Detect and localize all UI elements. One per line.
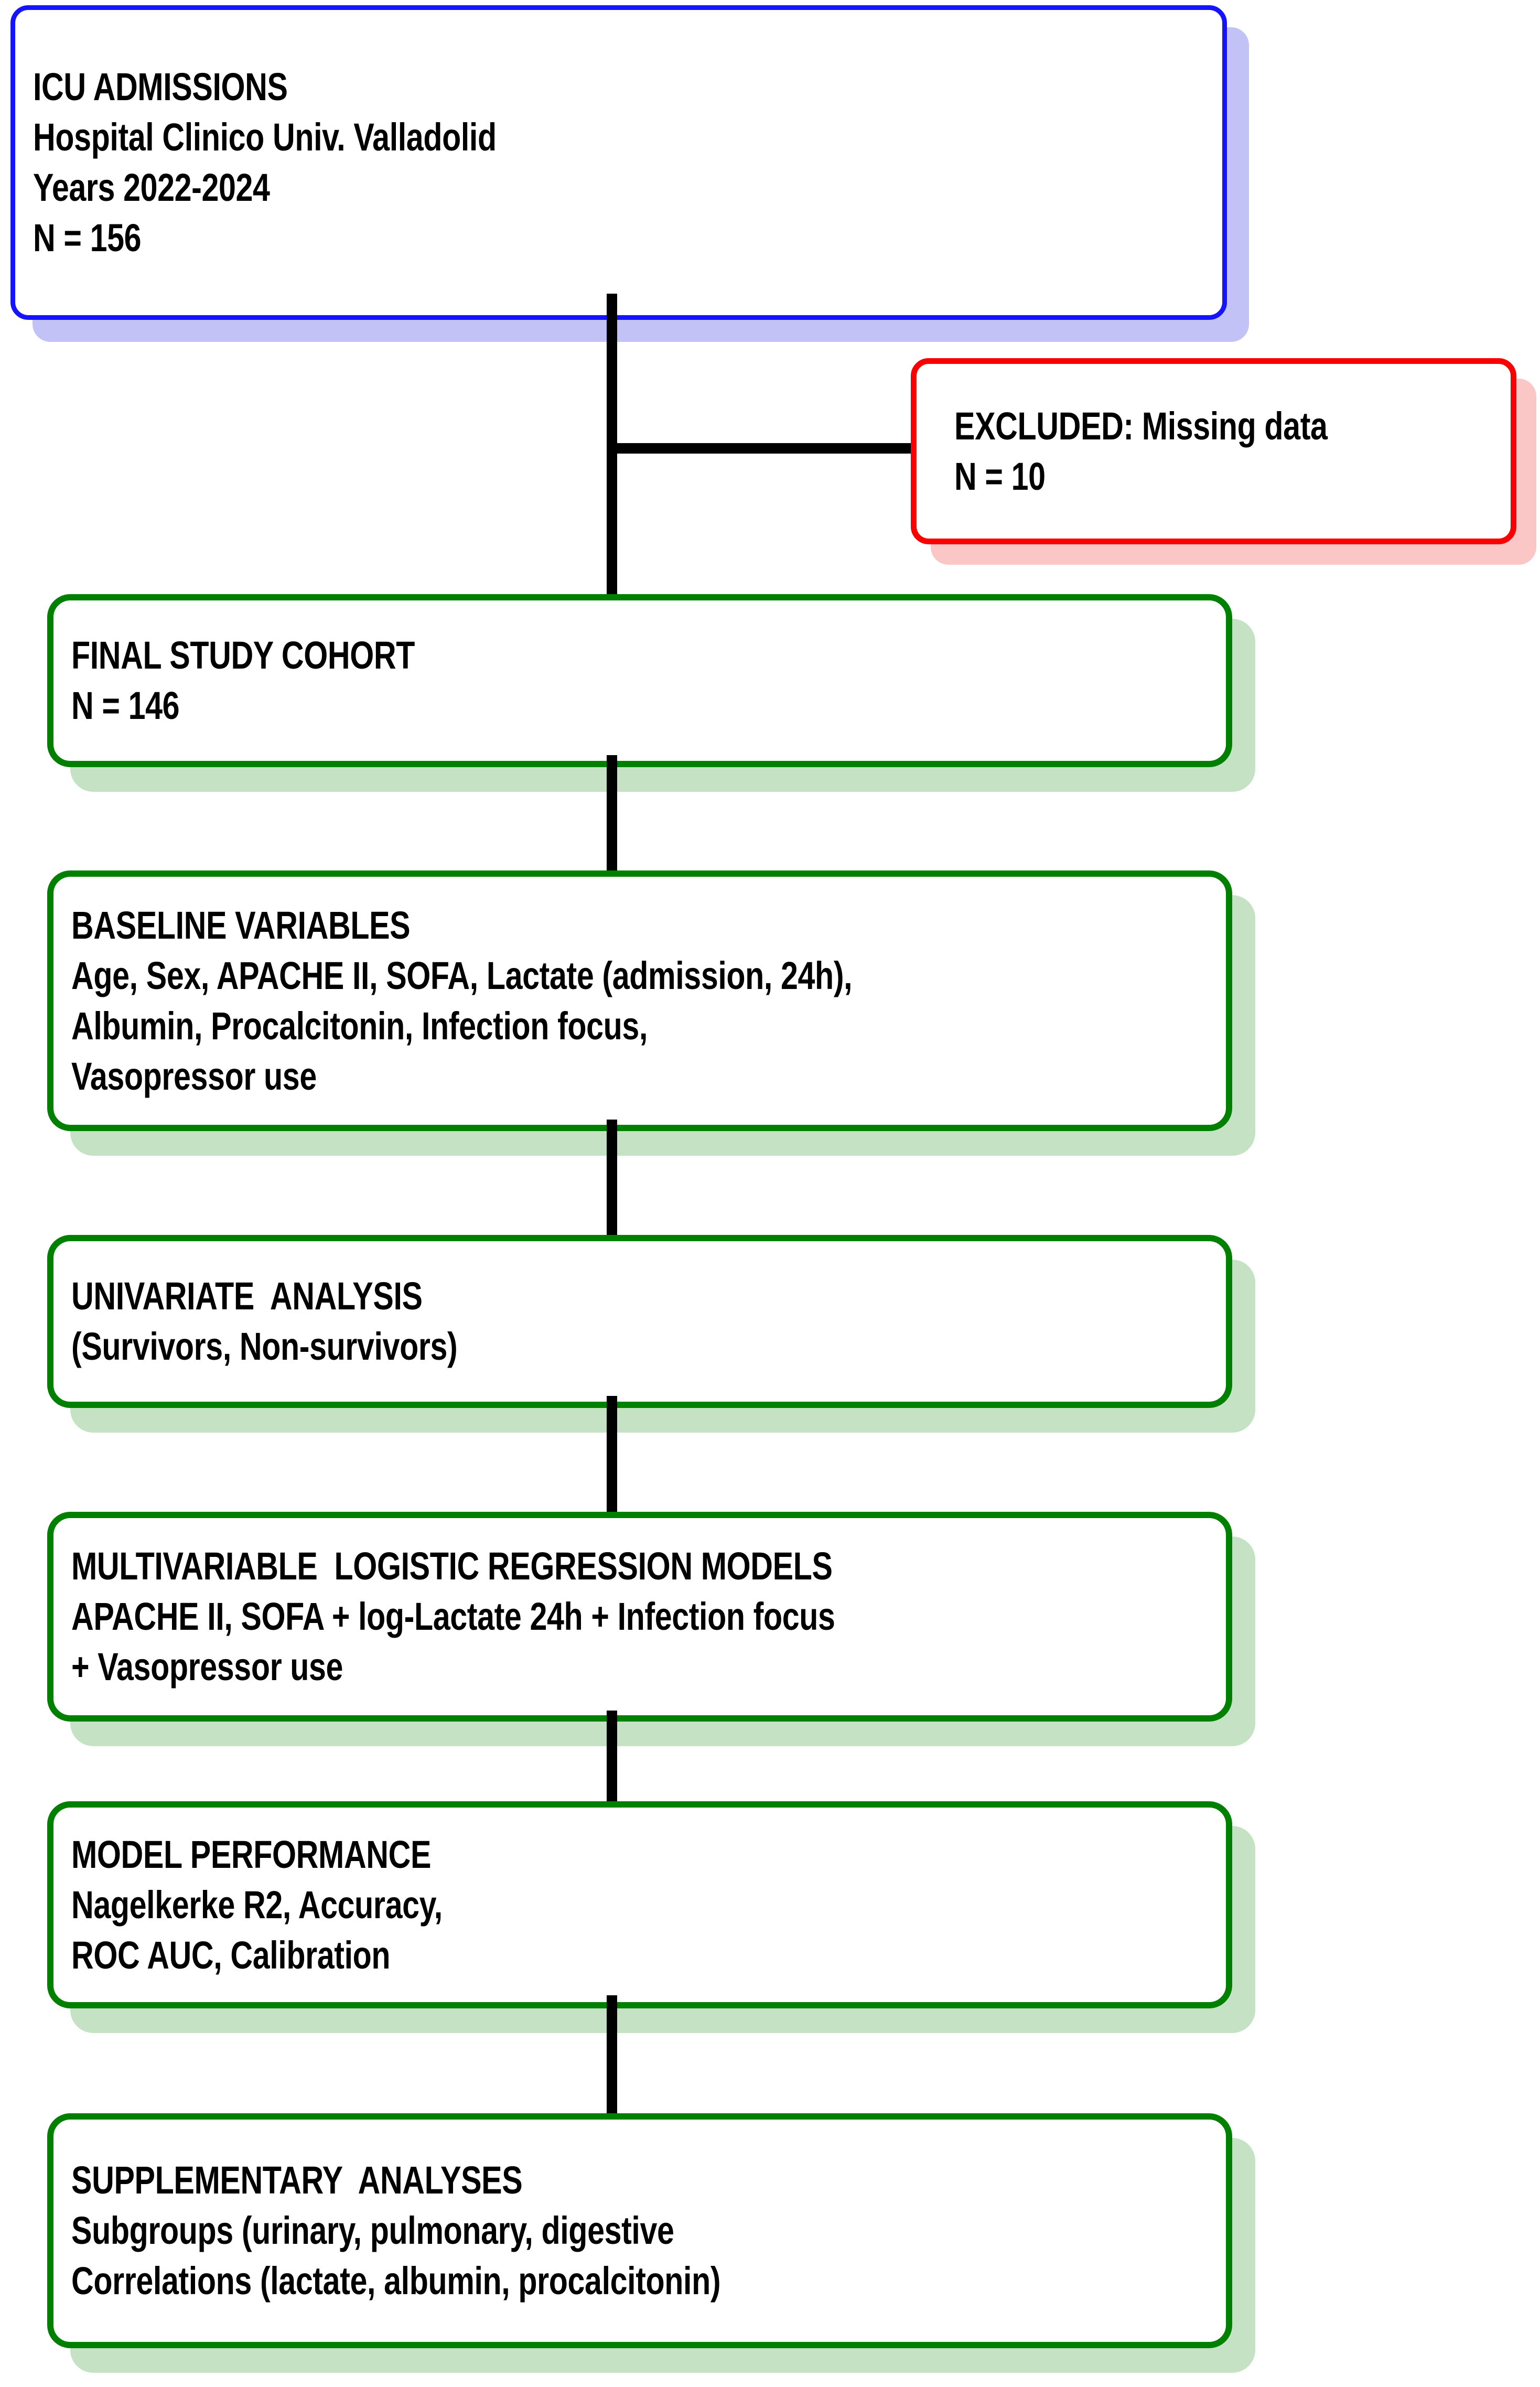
multivariable-models-text: MULTIVARIABLE LOGISTIC REGRESSION MODELS… [53, 1541, 1226, 1692]
icu-admissions-line-4: N = 156 [33, 216, 142, 260]
univariate-analysis-line-2: (Survivors, Non-survivors) [71, 1325, 458, 1368]
multivariable-models-node[interactable]: MULTIVARIABLE LOGISTIC REGRESSION MODELS… [47, 1512, 1232, 1722]
icu-admissions-line-3: Years 2022-2024 [33, 166, 270, 209]
excluded-text: EXCLUDED: Missing data N = 10 [917, 401, 1511, 502]
icu-admissions-text: ICU ADMISSIONS Hospital Clinico Univ. Va… [15, 62, 1222, 263]
univariate-analysis-text: UNIVARIATE ANALYSIS (Survivors, Non-surv… [53, 1271, 1226, 1372]
baseline-variables-line-4: Vasopressor use [71, 1054, 317, 1098]
supplementary-analyses-node[interactable]: SUPPLEMENTARY ANALYSES Subgroups (urinar… [47, 2113, 1232, 2348]
connector-performance-to-supplementary [607, 1995, 617, 2126]
connector-multivariable-to-performance [607, 1711, 617, 1815]
model-performance-line-1: MODEL PERFORMANCE [71, 1832, 432, 1876]
excluded-node[interactable]: EXCLUDED: Missing data N = 10 [911, 358, 1516, 544]
connector-univariate-to-multivariable [607, 1396, 617, 1524]
multivariable-models-line-3: + Vasopressor use [71, 1645, 343, 1689]
final-cohort-line-1: FINAL STUDY COHORT [71, 633, 415, 677]
baseline-variables-text: BASELINE VARIABLES Age, Sex, APACHE II, … [53, 900, 1226, 1102]
model-performance-node[interactable]: MODEL PERFORMANCE Nagelkerke R2, Accurac… [47, 1801, 1232, 2008]
connector-exclusion-branch [612, 443, 921, 454]
model-performance-line-2: Nagelkerke R2, Accuracy, [71, 1883, 443, 1927]
baseline-variables-line-1: BASELINE VARIABLES [71, 903, 411, 947]
multivariable-models-line-2: APACHE II, SOFA + log-Lactate 24h + Infe… [71, 1595, 835, 1638]
univariate-analysis-node[interactable]: UNIVARIATE ANALYSIS (Survivors, Non-surv… [47, 1235, 1232, 1408]
univariate-analysis-line-1: UNIVARIATE ANALYSIS [71, 1274, 423, 1318]
model-performance-text: MODEL PERFORMANCE Nagelkerke R2, Accurac… [53, 1830, 1226, 1981]
multivariable-models-line-1: MULTIVARIABLE LOGISTIC REGRESSION MODELS [71, 1544, 833, 1588]
baseline-variables-node[interactable]: BASELINE VARIABLES Age, Sex, APACHE II, … [47, 870, 1232, 1131]
connector-cohort-to-baseline [607, 755, 617, 884]
excluded-line-1: EXCLUDED: Missing data [954, 404, 1328, 448]
model-performance-line-3: ROC AUC, Calibration [71, 1933, 391, 1977]
icu-admissions-node[interactable]: ICU ADMISSIONS Hospital Clinico Univ. Va… [10, 5, 1227, 320]
icu-admissions-line-2: Hospital Clinico Univ. Valladolid [33, 115, 497, 159]
excluded-line-2: N = 10 [954, 454, 1046, 498]
baseline-variables-line-3: Albumin, Procalcitonin, Infection focus, [71, 1004, 648, 1048]
supplementary-analyses-line-2: Subgroups (urinary, pulmonary, digestive [71, 2209, 674, 2252]
supplementary-analyses-line-3: Correlations (lactate, albumin, procalci… [71, 2259, 721, 2303]
baseline-variables-line-2: Age, Sex, APACHE II, SOFA, Lactate (admi… [71, 953, 853, 997]
final-cohort-node[interactable]: FINAL STUDY COHORT N = 146 [47, 594, 1232, 767]
connector-baseline-to-univariate [607, 1120, 617, 1248]
final-cohort-text: FINAL STUDY COHORT N = 146 [53, 630, 1226, 731]
supplementary-analyses-line-1: SUPPLEMENTARY ANALYSES [71, 2158, 523, 2202]
final-cohort-line-2: N = 146 [71, 684, 180, 727]
supplementary-analyses-text: SUPPLEMENTARY ANALYSES Subgroups (urinar… [53, 2155, 1226, 2306]
icu-admissions-line-1: ICU ADMISSIONS [33, 65, 288, 109]
